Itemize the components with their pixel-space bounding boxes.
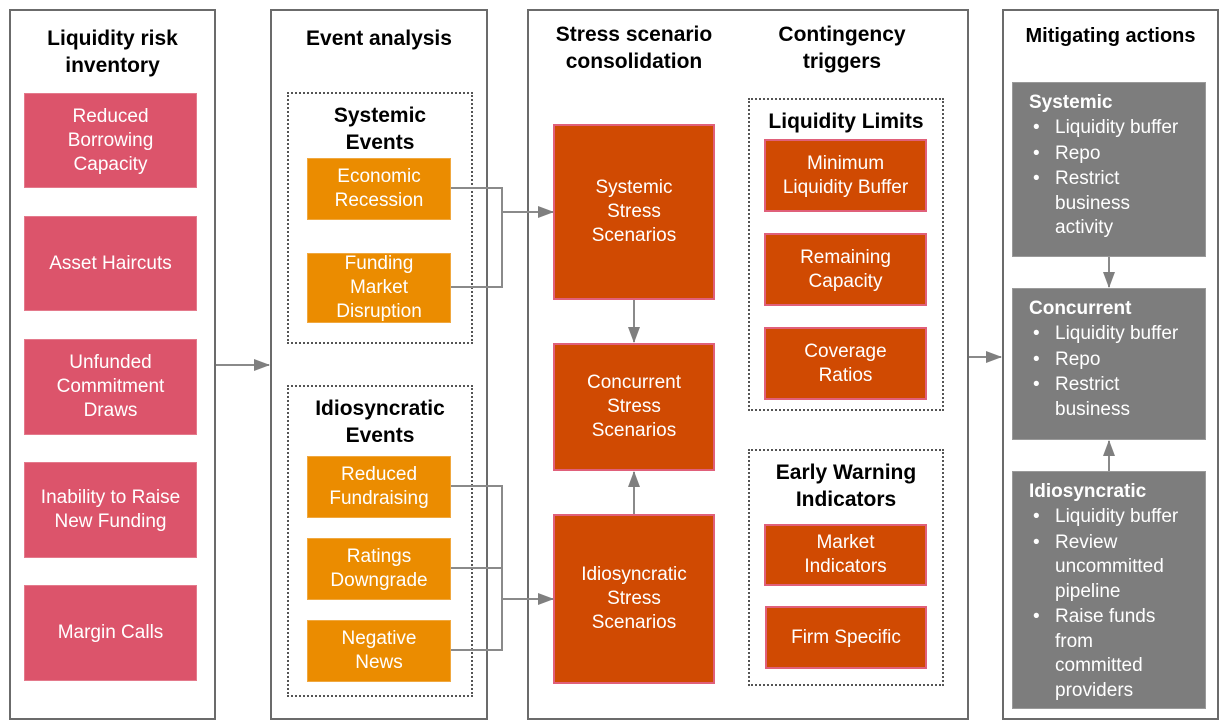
action-list: Liquidity buffer Repo Restrict business …	[1029, 116, 1195, 241]
panel-title-inventory: Liquidity risk inventory	[47, 27, 178, 77]
panel-event-analysis: Event analysis	[270, 9, 488, 720]
group-liquidity-limits: Liquidity Limits	[748, 98, 944, 411]
trigger-minimum-liquidity-buffer: Minimum Liquidity Buffer	[764, 139, 927, 212]
event-funding-market-disruption: Funding Market Disruption	[307, 253, 451, 323]
action-bullet: Liquidity buffer	[1033, 322, 1195, 347]
action-group-idiosyncratic: Idiosyncratic Liquidity buffer Review un…	[1012, 471, 1206, 709]
inventory-item-inability-to-raise-new-funding: Inability to Raise New Funding	[24, 462, 197, 558]
action-group-title: Concurrent	[1029, 298, 1132, 319]
inventory-item-unfunded-commitment-draws: Unfunded Commitment Draws	[24, 339, 197, 435]
group-title-idiosyncratic-events: Idiosyncratic Events	[315, 397, 445, 447]
inventory-item-reduced-borrowing-capacity: Reduced Borrowing Capacity	[24, 93, 197, 188]
stress-concurrent-scenarios: Concurrent Stress Scenarios	[553, 343, 715, 471]
event-ratings-downgrade: Ratings Downgrade	[307, 538, 451, 600]
panel-title-contingency-triggers: Contingency triggers	[778, 23, 906, 73]
inventory-item-asset-haircuts: Asset Haircuts	[24, 216, 197, 311]
action-list: Liquidity buffer Review uncommitted pipe…	[1029, 505, 1195, 703]
group-title-systemic-events: Systemic Events	[333, 104, 427, 154]
stress-systemic-scenarios: Systemic Stress Scenarios	[553, 124, 715, 300]
trigger-market-indicators: Market Indicators	[764, 524, 927, 586]
stress-idiosyncratic-scenarios: Idiosyncratic Stress Scenarios	[553, 514, 715, 684]
action-bullet: Restrict business activity	[1033, 167, 1165, 241]
action-group-systemic: Systemic Liquidity buffer Repo Restrict …	[1012, 82, 1206, 257]
action-list: Liquidity buffer Repo Restrict business	[1029, 322, 1195, 422]
inventory-item-margin-calls: Margin Calls	[24, 585, 197, 681]
panel-title-event-analysis: Event analysis	[306, 27, 452, 50]
action-group-title: Idiosyncratic	[1029, 481, 1147, 502]
group-title-early-warning-indicators: Early Warning Indicators	[775, 461, 917, 511]
action-bullet: Raise funds from committed providers	[1033, 605, 1185, 703]
trigger-coverage-ratios: Coverage Ratios	[764, 327, 927, 400]
action-bullet: Review uncommitted pipeline	[1033, 531, 1185, 605]
action-bullet: Liquidity buffer	[1033, 116, 1195, 141]
trigger-firm-specific: Firm Specific	[765, 606, 927, 669]
trigger-remaining-capacity: Remaining Capacity	[764, 233, 927, 306]
action-group-title: Systemic	[1029, 92, 1113, 113]
action-bullet: Repo	[1033, 142, 1195, 167]
group-title-liquidity-limits: Liquidity Limits	[768, 110, 924, 133]
group-early-warning-indicators: Early Warning Indicators	[748, 449, 944, 686]
action-bullet: Liquidity buffer	[1033, 505, 1195, 530]
panel-title-mitigating-actions: Mitigating actions	[1025, 25, 1196, 47]
action-bullet: Restrict business	[1033, 373, 1165, 422]
action-bullet: Repo	[1033, 348, 1195, 373]
event-negative-news: Negative News	[307, 620, 451, 682]
group-systemic-events: Systemic Events	[287, 92, 473, 344]
event-reduced-fundraising: Reduced Fundraising	[307, 456, 451, 518]
event-economic-recession: Economic Recession	[307, 158, 451, 220]
action-group-concurrent: Concurrent Liquidity buffer Repo Restric…	[1012, 288, 1206, 440]
panel-title-stress-scenario-consolidation: Stress scenario consolidation	[555, 23, 713, 73]
